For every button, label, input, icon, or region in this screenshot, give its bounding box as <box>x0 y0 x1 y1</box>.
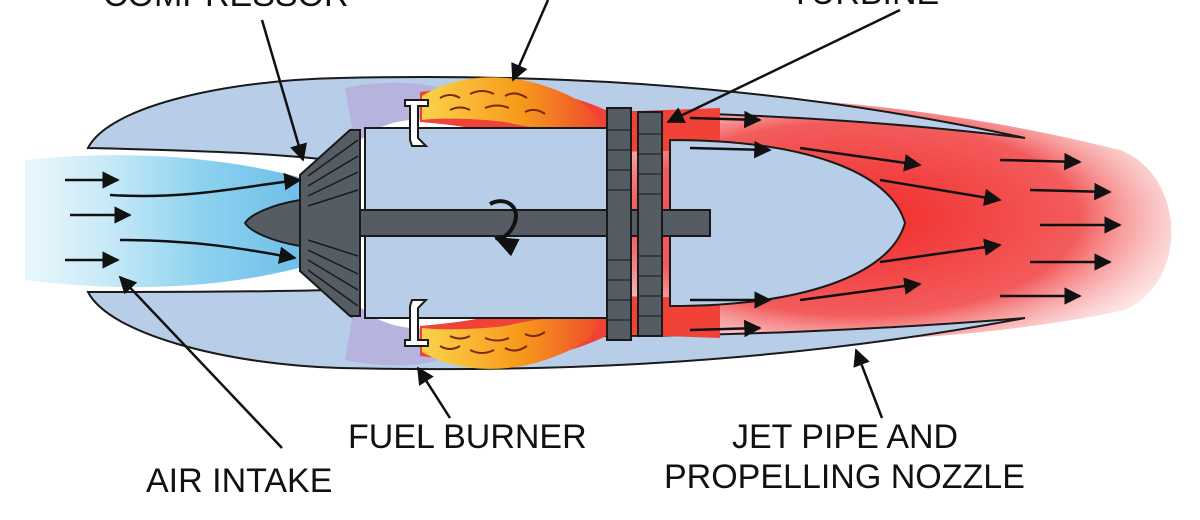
compressor-blades <box>307 139 359 307</box>
intake-arrows <box>65 171 302 269</box>
exhaust-arrows <box>689 110 1122 338</box>
lower-fuel-burner-nozzle <box>404 299 429 347</box>
rotation-arrow-icon <box>489 199 520 257</box>
flame-streaks <box>439 90 546 354</box>
upper-fuel-burner-nozzle <box>404 99 429 147</box>
spinner-nose <box>243 198 301 248</box>
leader-lines <box>118 0 901 449</box>
compressor-rotor <box>299 129 361 317</box>
turbine-blade-lines <box>607 129 662 321</box>
jet-pipe-label-line2: PROPELLING NOZZLE <box>664 458 1025 496</box>
lower-flame <box>422 316 600 369</box>
fuel-burner-label: FUEL BURNER <box>348 418 587 456</box>
compressor-label: COMPRESSOR <box>103 0 349 14</box>
turbine-label: TURBINE <box>790 0 939 12</box>
upper-flame <box>422 77 600 131</box>
jet-pipe-label-line1: JET PIPE AND <box>732 418 958 456</box>
turbine-stage-1 <box>606 107 632 341</box>
air-intake-label: AIR INTAKE <box>146 462 332 500</box>
turbine-stage-2 <box>637 111 663 337</box>
